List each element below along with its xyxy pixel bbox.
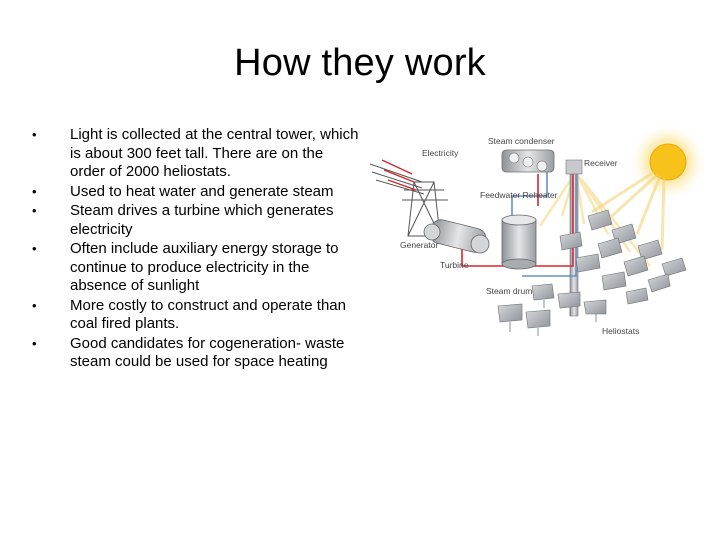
solar-tower-diagram: Electricity Steam condenser Receiver Fee…: [369, 122, 707, 336]
bullet-icon: •: [32, 335, 37, 351]
bullet-item: • Light is collected at the central tower…: [30, 126, 360, 182]
label-steam-drum: Steam drum: [486, 286, 532, 296]
heliostat-posts: [509, 300, 597, 336]
bullet-icon: •: [32, 203, 37, 218]
sun-icon: [649, 143, 687, 181]
bullet-item: • Used to heat water and generate steam: [30, 183, 360, 202]
bullet-icon: •: [32, 297, 37, 313]
bullet-item: • Steam drives a turbine which generates …: [30, 202, 360, 239]
label-turbine: Turbine: [440, 260, 469, 270]
bullet-icon: •: [32, 127, 37, 142]
generator-turbine: [423, 219, 490, 254]
bullet-text: Used to heat water and generate steam: [70, 182, 334, 200]
electricity-arrows: [381, 159, 417, 191]
bullet-text: More costly to construct and operate tha…: [70, 296, 346, 333]
label-electricity: Electricity: [422, 148, 459, 158]
bullet-text: Steam drives a turbine which generates e…: [70, 202, 334, 238]
bullet-icon: •: [32, 183, 37, 199]
bullet-item: • Good candidates for cogeneration- waste…: [30, 335, 360, 372]
label-heliostats: Heliostats: [602, 326, 639, 336]
bullet-list: • Light is collected at the central tower…: [30, 126, 360, 373]
label-receiver: Receiver: [584, 158, 618, 168]
bullet-text: Light is collected at the central tower,…: [70, 126, 359, 180]
label-feedwater-reheater: Feedwater Reheater: [480, 190, 558, 200]
steam-condenser: [501, 149, 555, 173]
slide-title: How they work: [234, 42, 486, 84]
label-generator: Generator: [400, 240, 438, 250]
label-steam-condenser: Steam condenser: [488, 136, 555, 146]
bullet-text: Often include auxiliary energy storage t…: [70, 240, 339, 294]
bullet-item: • Often include auxiliary energy storage …: [30, 240, 360, 296]
heliostats: [497, 209, 687, 329]
bullet-text: Good candidates for cogeneration- waste …: [70, 334, 345, 371]
steam-drum: [501, 214, 537, 270]
bullet-icon: •: [32, 241, 37, 256]
bullet-item: • More costly to construct and operate th…: [30, 297, 360, 334]
